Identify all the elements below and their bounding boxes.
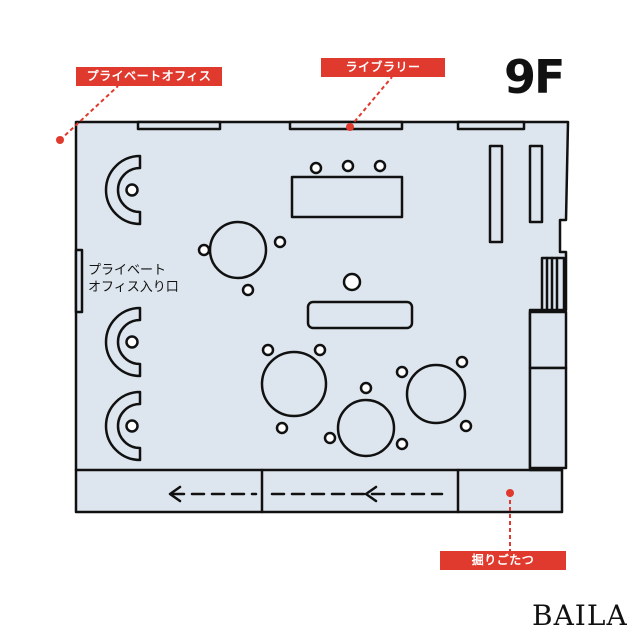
chair (395, 365, 409, 379)
bookshelf-left (488, 144, 504, 244)
chair (197, 243, 211, 257)
right-cabinet-bottom (528, 366, 568, 470)
chair (342, 272, 362, 292)
library-table (290, 175, 404, 219)
label-kotatsu: 掘りごたつ (440, 551, 566, 570)
entrance-label: プライベート オフィス入り口 (88, 262, 179, 296)
booth-bottom (104, 390, 142, 462)
chair (275, 421, 289, 435)
round-table-2 (260, 350, 328, 418)
leader-private-office (59, 85, 119, 141)
marker-kotatsu (506, 489, 514, 497)
flow-arrow-head (168, 485, 182, 503)
booth-middle (104, 306, 142, 378)
leader-library (349, 76, 393, 128)
chair (273, 235, 287, 249)
marker-library (346, 123, 354, 131)
entrance-door (74, 248, 84, 314)
window-center (288, 120, 404, 131)
booth-top-seat (125, 183, 139, 197)
round-table-1 (208, 220, 268, 280)
chair (241, 283, 255, 297)
window-left (136, 120, 222, 131)
brand-logo: BAILA (532, 599, 628, 632)
library-chair (341, 159, 355, 173)
chair (459, 419, 473, 433)
floor-number: 9F (504, 50, 565, 104)
round-table-3 (336, 398, 396, 458)
booth-top (104, 154, 142, 226)
library-chair (309, 161, 323, 175)
library-chair (373, 159, 387, 173)
chair (359, 381, 373, 395)
center-table (306, 300, 414, 330)
right-cabinet-top (528, 310, 568, 370)
booth-bottom-seat (125, 419, 139, 433)
window-right (456, 120, 526, 131)
booth-middle-seat (125, 335, 139, 349)
chair (261, 343, 275, 357)
flow-arrow-head (364, 485, 378, 503)
chair (395, 437, 409, 451)
entrance-label-line2: オフィス入り口 (88, 280, 179, 295)
round-table-4 (405, 363, 467, 425)
chair (323, 431, 337, 445)
chair (313, 343, 327, 357)
entrance-label-line1: プライベート (88, 263, 167, 278)
bookshelf-right (528, 144, 544, 224)
chair (455, 355, 469, 369)
label-private-office: プライベートオフィス (76, 67, 222, 86)
label-library: ライブラリー (321, 58, 445, 77)
marker-private-office (56, 136, 64, 144)
